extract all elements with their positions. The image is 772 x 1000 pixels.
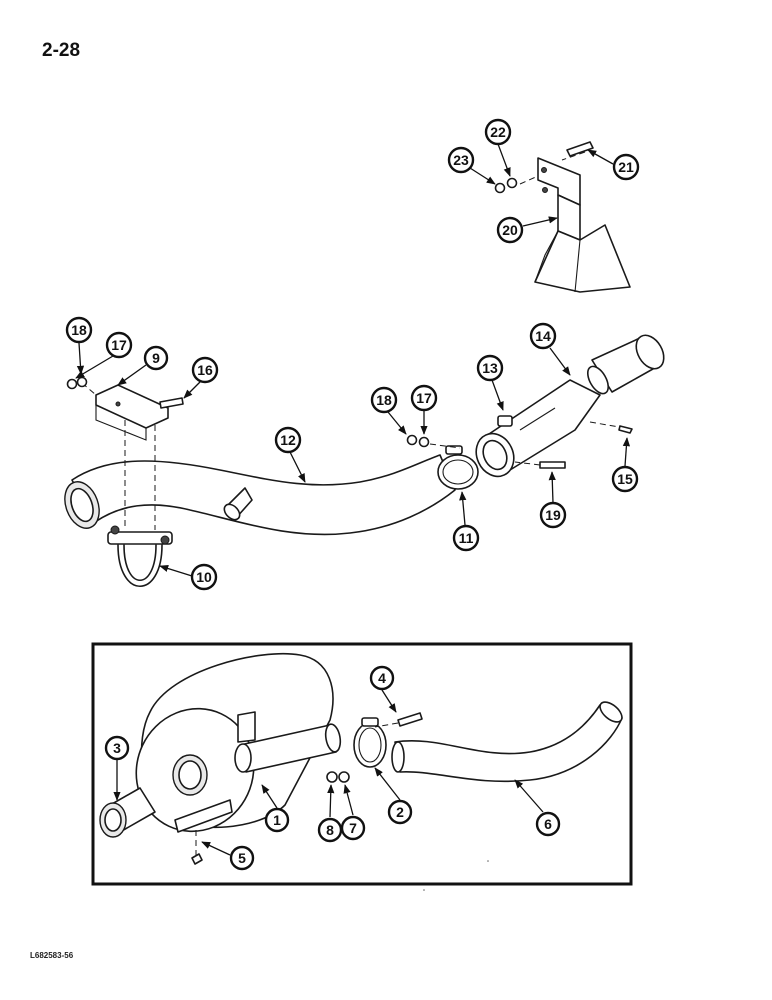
bolt-21 bbox=[566, 141, 594, 157]
washer-17-left bbox=[66, 378, 78, 390]
callout-20: 20 bbox=[496, 216, 558, 244]
callout-11: 11 bbox=[452, 491, 480, 552]
svg-text:7: 7 bbox=[349, 820, 357, 836]
svg-text:17: 17 bbox=[111, 337, 127, 353]
callout-17-mid: 17 bbox=[410, 384, 438, 435]
nut-18-mid bbox=[406, 434, 418, 446]
svg-text:11: 11 bbox=[459, 530, 474, 546]
svg-text:15: 15 bbox=[617, 471, 633, 487]
nut-8 bbox=[326, 771, 338, 783]
callout-4: 4 bbox=[369, 665, 397, 713]
svg-text:10: 10 bbox=[196, 569, 212, 585]
nut-18-left bbox=[76, 376, 88, 388]
callout-16: 16 bbox=[183, 356, 219, 399]
svg-text:9: 9 bbox=[152, 350, 160, 366]
svg-text:18: 18 bbox=[376, 392, 392, 408]
muffler-assembly bbox=[99, 652, 623, 865]
callout-3: 3 bbox=[104, 735, 130, 801]
nut-22 bbox=[506, 177, 518, 189]
callout-19: 19 bbox=[539, 471, 567, 529]
bracket-9 bbox=[95, 384, 169, 429]
callout-18-mid: 18 bbox=[370, 386, 407, 435]
svg-text:17: 17 bbox=[416, 390, 432, 406]
svg-text:6: 6 bbox=[544, 816, 552, 832]
svg-text:2: 2 bbox=[396, 804, 404, 820]
heat-shield bbox=[534, 224, 631, 293]
callout-6: 6 bbox=[514, 779, 561, 837]
drawing-code: L682583-56 bbox=[30, 951, 74, 960]
washer-7 bbox=[338, 771, 350, 783]
u-bolt-10 bbox=[117, 544, 163, 587]
bolt-19 bbox=[539, 461, 566, 469]
pipe-12 bbox=[71, 454, 456, 536]
svg-text:14: 14 bbox=[535, 328, 551, 344]
bolt-4 bbox=[397, 712, 423, 727]
svg-text:22: 22 bbox=[490, 124, 506, 140]
callout-22: 22 bbox=[484, 118, 512, 177]
svg-text:4: 4 bbox=[378, 670, 386, 686]
page-number: 2-28 bbox=[42, 40, 81, 61]
bolt-5 bbox=[191, 853, 203, 865]
pin-15 bbox=[618, 425, 633, 434]
callout-21: 21 bbox=[587, 149, 640, 181]
callout-7: 7 bbox=[340, 784, 366, 841]
callout-1: 1 bbox=[261, 784, 290, 833]
svg-text:8: 8 bbox=[326, 822, 334, 838]
callout-12: 12 bbox=[274, 426, 306, 483]
washer-17-mid bbox=[418, 436, 430, 448]
svg-text:16: 16 bbox=[197, 362, 213, 378]
svg-text:23: 23 bbox=[453, 152, 469, 168]
callout-9: 9 bbox=[117, 345, 169, 386]
callout-15: 15 bbox=[611, 437, 639, 493]
svg-text:13: 13 bbox=[482, 360, 498, 376]
svg-text:12: 12 bbox=[280, 432, 296, 448]
pipe-6 bbox=[394, 704, 623, 783]
callout-17-left: 17 bbox=[75, 331, 133, 379]
washer-23 bbox=[494, 182, 506, 194]
shield-bracket-assembly bbox=[494, 141, 631, 293]
inset-frame bbox=[91, 642, 633, 886]
svg-text:19: 19 bbox=[545, 507, 561, 523]
callout-14: 14 bbox=[529, 322, 571, 376]
svg-text:20: 20 bbox=[502, 222, 518, 238]
exhaust-pipe-assembly bbox=[64, 334, 665, 587]
callout-2: 2 bbox=[374, 767, 413, 825]
svg-text:21: 21 bbox=[618, 159, 634, 175]
callout-23: 23 bbox=[447, 146, 496, 185]
svg-text:18: 18 bbox=[71, 322, 87, 338]
callout-13: 13 bbox=[476, 354, 504, 411]
callout-5: 5 bbox=[201, 841, 255, 871]
svg-text:3: 3 bbox=[113, 740, 121, 756]
svg-text:1: 1 bbox=[273, 812, 281, 828]
bolt-16 bbox=[159, 397, 184, 409]
callout-8: 8 bbox=[317, 784, 343, 843]
svg-text:5: 5 bbox=[238, 850, 246, 866]
callout-18-left: 18 bbox=[65, 316, 93, 375]
callout-10: 10 bbox=[159, 563, 218, 591]
